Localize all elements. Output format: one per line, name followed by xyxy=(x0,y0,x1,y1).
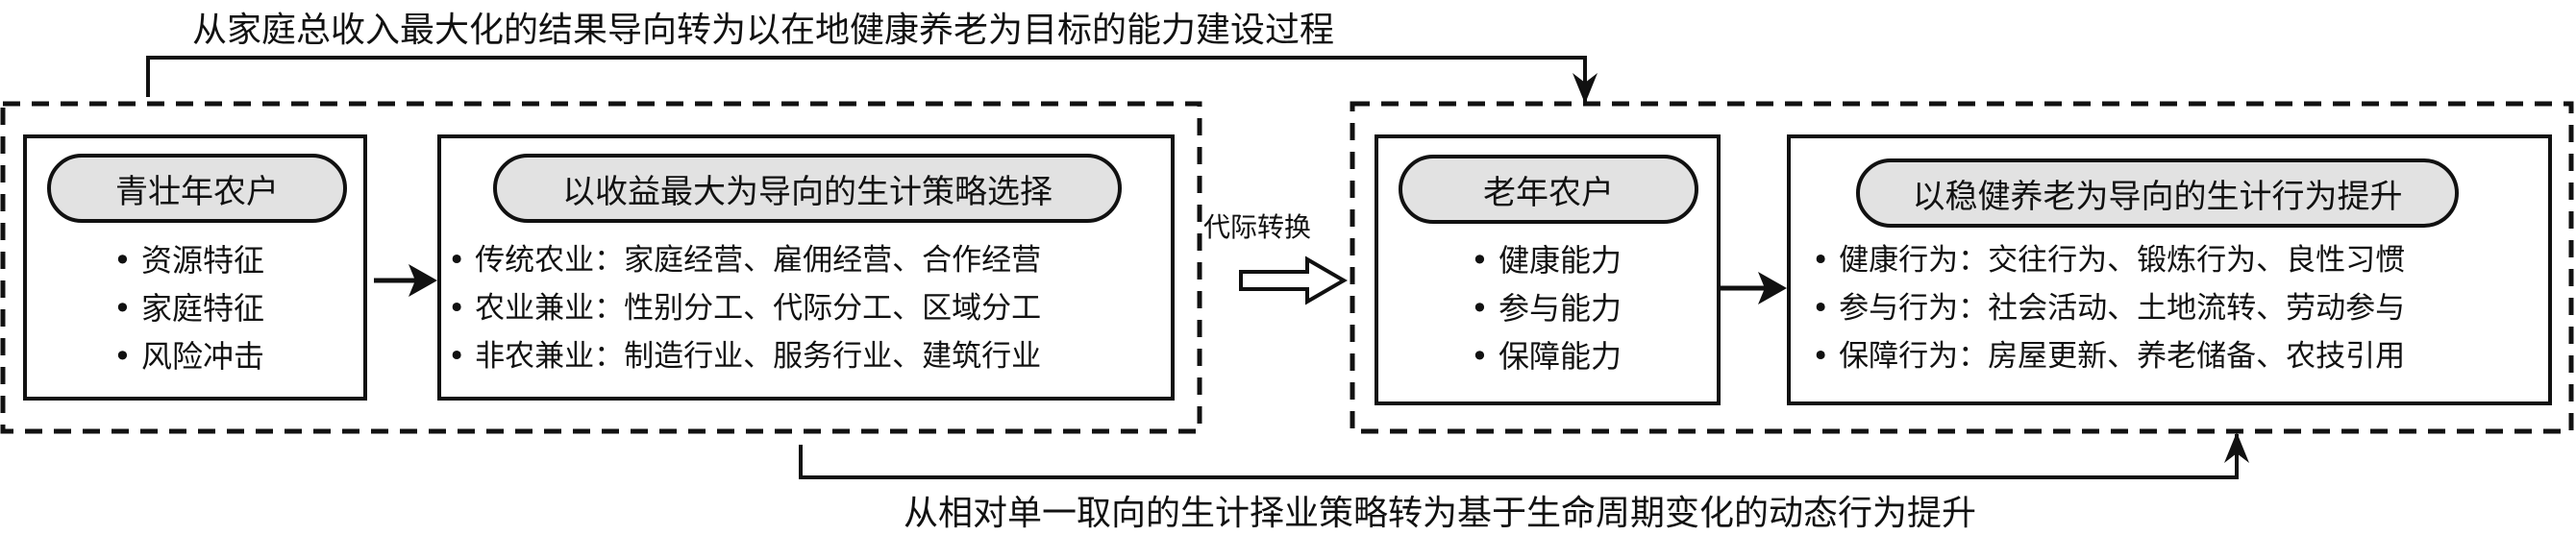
list-item: 非农兼业：制造行业、服务行业、建筑行业 xyxy=(448,332,1041,380)
elderly-farmer-title: 老年农户 xyxy=(1399,155,1698,224)
list-item: 风险冲击 xyxy=(113,332,264,380)
hollow-transition-arrow xyxy=(1239,255,1348,305)
list-item: 保障能力 xyxy=(1471,332,1622,380)
list-item: 保障行为：房屋更新、养老储备、农技引用 xyxy=(1812,332,2405,380)
young-strategy-list: 传统农业：家庭经营、雇佣经营、合作经营 农业兼业：性别分工、代际分工、区域分工 … xyxy=(448,236,1041,380)
list-item: 参与能力 xyxy=(1471,284,1622,332)
elderly-farmer-list: 健康能力 参与能力 保障能力 xyxy=(1471,236,1622,380)
bottom-caption: 从相对单一取向的生计择业策略转为基于生命周期变化的动态行为提升 xyxy=(904,494,1977,533)
young-farmer-list: 资源特征 家庭特征 风险冲击 xyxy=(113,236,264,380)
top-connector-arrow xyxy=(146,56,1587,102)
list-item: 传统农业：家庭经营、雇佣经营、合作经营 xyxy=(448,236,1041,284)
transition-label: 代际转换 xyxy=(1203,211,1312,243)
list-item: 健康能力 xyxy=(1471,236,1622,284)
list-item: 健康行为：交往行为、锻炼行为、良性习惯 xyxy=(1812,236,2405,284)
list-item: 农业兼业：性别分工、代际分工、区域分工 xyxy=(448,284,1041,332)
elderly-group-dashed-frame xyxy=(1350,101,2574,434)
elderly-behavior-list: 健康行为：交往行为、锻炼行为、良性习惯 参与行为：社会活动、土地流转、劳动参与 … xyxy=(1812,236,2405,380)
young-strategy-title: 以收益最大为导向的生计策略选择 xyxy=(493,154,1122,223)
list-item: 家庭特征 xyxy=(113,284,264,332)
young-farmer-title: 青壮年农户 xyxy=(47,154,347,223)
list-item: 资源特征 xyxy=(113,236,264,284)
list-item: 参与行为：社会活动、土地流转、劳动参与 xyxy=(1812,284,2405,332)
young-group-dashed-frame xyxy=(0,101,1202,434)
bottom-connector-arrow xyxy=(799,434,2239,479)
top-caption: 从家庭总收入最大化的结果导向转为以在地健康养老为目标的能力建设过程 xyxy=(192,11,1335,50)
elderly-behavior-title: 以稳健养老为导向的生计行为提升 xyxy=(1856,158,2459,228)
